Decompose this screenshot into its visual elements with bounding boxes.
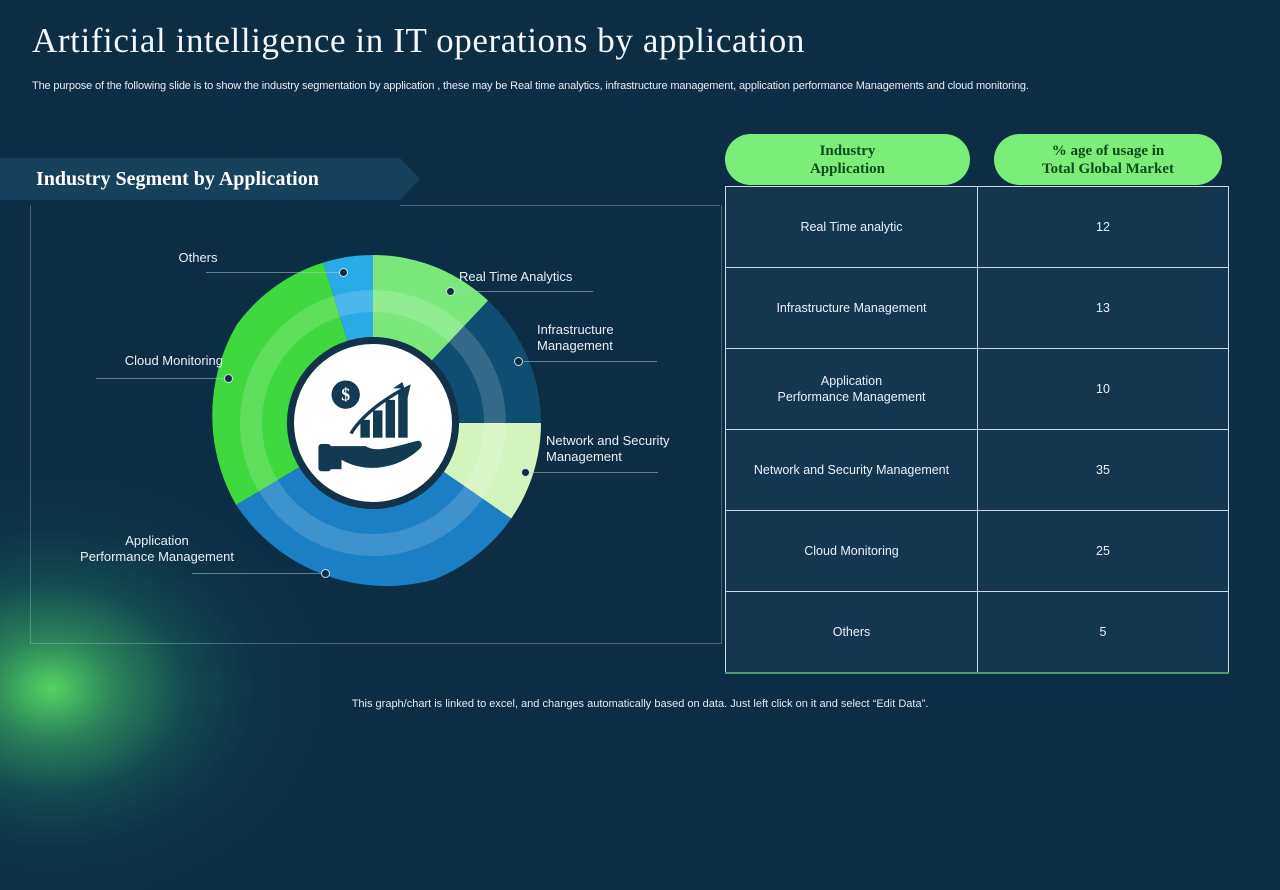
table-header-row: Industry Application % age of usage in T… bbox=[725, 134, 1222, 185]
section-banner bbox=[0, 158, 400, 200]
donut-chart: $ bbox=[203, 253, 543, 593]
table-cell-application-line1: Infrastructure Management bbox=[776, 301, 927, 315]
callout-cloud-monitoring: Cloud Monitoring bbox=[124, 353, 223, 368]
callout-infrastructure-management: Infrastructure Management bbox=[537, 322, 614, 354]
table-header-percent-usage-line2: Total Global Market bbox=[1042, 160, 1174, 177]
table-header-percent-usage: % age of usage in Total Global Market bbox=[994, 134, 1222, 185]
table-cell-application-line1: Real Time analytic bbox=[800, 220, 903, 234]
donut-chart-svg: $ bbox=[212, 255, 541, 587]
svg-text:$: $ bbox=[341, 384, 350, 404]
section-banner-label: Industry Segment by Application bbox=[36, 168, 319, 190]
table-row: Others 5 bbox=[725, 591, 1229, 674]
section-banner-arrow-icon bbox=[400, 158, 420, 200]
callout-infrastructure-management-line1: Infrastructure bbox=[537, 322, 614, 337]
hand-holding-growth-chart-icon: $ bbox=[318, 380, 422, 472]
table-cell-application: Application Performance Management bbox=[725, 348, 978, 430]
callout-application-performance-management: Application Performance Management bbox=[69, 533, 245, 565]
callout-network-security-management-line2: Management bbox=[546, 449, 622, 464]
table-row: Cloud Monitoring 25 bbox=[725, 510, 1229, 592]
footer-note: This graph/chart is linked to excel, and… bbox=[351, 698, 929, 710]
table-cell-application: Infrastructure Management bbox=[725, 267, 978, 349]
table-cell-percent: 12 bbox=[977, 186, 1229, 268]
leader-dot-real-time-analytics bbox=[446, 287, 455, 296]
table-header-industry-application: Industry Application bbox=[725, 134, 970, 185]
leader-dot-cloud-monitoring bbox=[224, 374, 233, 383]
table-cell-application: Network and Security Management bbox=[725, 429, 978, 511]
callout-others: Others bbox=[178, 250, 218, 265]
table-cell-percent: 5 bbox=[977, 591, 1229, 674]
table-cell-application: Cloud Monitoring bbox=[725, 510, 978, 592]
data-table: Real Time analytic 12 Infrastructure Man… bbox=[725, 186, 1229, 674]
table-cell-percent: 13 bbox=[977, 267, 1229, 349]
page-title: Artificial intelligence in IT operations… bbox=[32, 21, 805, 60]
data-table-section: Industry Application % age of usage in T… bbox=[725, 134, 1229, 674]
donut-highlight-bands bbox=[240, 290, 506, 556]
callout-apm-line1: Application bbox=[125, 533, 189, 548]
table-row: Infrastructure Management 13 bbox=[725, 267, 1229, 349]
leader-dot-application-performance-management bbox=[321, 569, 330, 578]
chart-panel-top-border bbox=[400, 205, 720, 206]
leader-dot-others bbox=[339, 268, 348, 277]
table-cell-percent: 10 bbox=[977, 348, 1229, 430]
table-row: Application Performance Management 10 bbox=[725, 348, 1229, 430]
leader-line-real-time-analytics bbox=[453, 291, 593, 292]
table-cell-application-line1: Cloud Monitoring bbox=[804, 544, 899, 558]
table-header-percent-usage-line1: % age of usage in bbox=[1051, 142, 1165, 159]
table-cell-application-line1: Others bbox=[832, 625, 871, 639]
callout-network-security-management: Network and Security Management bbox=[546, 433, 670, 465]
table-row: Network and Security Management 35 bbox=[725, 429, 1229, 511]
table-header-industry-application-line1: Industry bbox=[819, 142, 876, 159]
callout-real-time-analytics: Real Time Analytics bbox=[459, 269, 573, 284]
table-cell-application-line2: Performance Management bbox=[777, 390, 926, 404]
callout-apm-line2: Performance Management bbox=[80, 549, 234, 564]
leader-dot-network-security-management bbox=[521, 468, 530, 477]
leader-dot-infrastructure-management bbox=[514, 357, 523, 366]
callout-infrastructure-management-line2: Management bbox=[537, 338, 613, 353]
chart-panel bbox=[30, 205, 722, 644]
table-cell-percent: 35 bbox=[977, 429, 1229, 511]
leader-line-network-security-management bbox=[530, 472, 658, 473]
table-cell-application: Real Time analytic bbox=[725, 186, 978, 268]
table-cell-application: Others bbox=[725, 591, 978, 674]
leader-line-application-performance-management bbox=[192, 573, 329, 574]
leader-line-infrastructure-management bbox=[524, 361, 657, 362]
table-row: Real Time analytic 12 bbox=[725, 186, 1229, 268]
table-header-industry-application-line2: Application bbox=[809, 160, 885, 177]
page-subtitle: The purpose of the following slide is to… bbox=[32, 80, 1029, 92]
callout-network-security-management-line1: Network and Security bbox=[546, 433, 670, 448]
table-cell-application-line1: Network and Security Management bbox=[753, 463, 950, 477]
leader-line-others bbox=[206, 272, 339, 273]
leader-line-cloud-monitoring bbox=[96, 378, 228, 379]
table-cell-percent: 25 bbox=[977, 510, 1229, 592]
table-cell-application-line1: Application bbox=[820, 374, 883, 388]
